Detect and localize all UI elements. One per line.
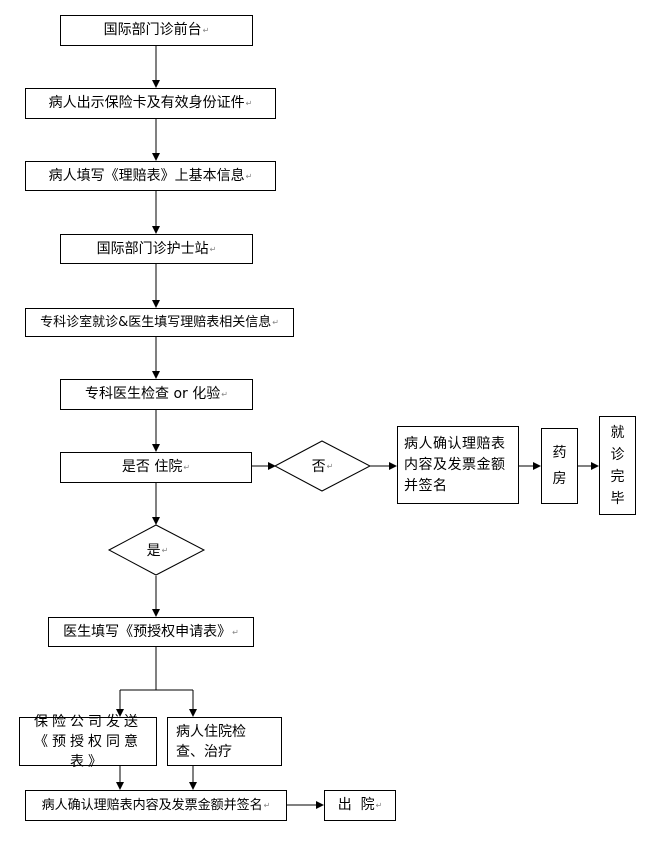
node-discharge: 出 院↵ [324,790,396,821]
decision-yes-label-wrap: 是↵ [130,540,185,560]
node-exam-label: 专科医生检查 or 化验 [85,386,221,402]
decision-no-label-wrap: 否↵ [295,456,350,476]
node-pre-auth: 医生填写《预授权申请表》↵ [48,617,254,647]
node-pharmacy-label: 药房 [552,445,567,487]
node-fill-form-label: 病人填写《理赔表》上基本信息 [48,167,245,184]
node-confirm-sign: 病人确认理赔表内容及发票金额并签名 [397,426,519,504]
decision-no-label: 否 [311,459,326,475]
node-pharmacy: 药房 [541,428,578,504]
node-is-hospitalized: 是否 住院↵ [60,452,252,483]
decision-no-diamond [273,440,372,492]
node-confirm-sign-2: 病人确认理赔表内容及发票金额并签名↵ [25,790,287,821]
node-exam: 专科医生检查 or 化验↵ [60,379,253,410]
node-show-card-label: 病人出示保险卡及有效身份证件 [48,95,245,111]
node-inpatient-label: 病人住院检查、治疗 [176,723,246,760]
node-front-desk-label: 国际部门诊前台 [103,22,202,38]
decision-yes-label: 是 [146,543,161,559]
node-specialist-visit: 专科诊室就诊&医生填写理赔表相关信息↵ [25,308,294,337]
decision-yes-diamond [107,524,206,576]
node-show-card: 病人出示保险卡及有效身份证件↵ [25,88,276,119]
node-nurse-station: 国际部门诊护士站↵ [60,234,253,264]
node-visit-done-label: 就诊完毕 [610,424,625,507]
node-confirm-sign-2-label: 病人确认理赔表内容及发票金额并签名 [41,798,263,813]
node-fill-form: 病人填写《理赔表》上基本信息↵ [25,161,276,191]
node-send-consent-label: 保险公司发送《预授权同意表》 [34,713,142,770]
node-pre-auth-label: 医生填写《预授权申请表》 [63,623,232,640]
node-is-hospitalized-label: 是否 住院 [121,459,183,475]
node-inpatient: 病人住院检查、治疗 [167,717,282,766]
node-nurse-station-label: 国际部门诊护士站 [96,240,209,257]
node-visit-done: 就诊完毕 [599,416,636,515]
node-specialist-visit-label: 专科诊室就诊&医生填写理赔表相关信息 [40,315,272,330]
node-discharge-label: 出 院 [337,797,375,813]
node-front-desk: 国际部门诊前台↵ [60,15,253,46]
node-confirm-sign-label: 病人确认理赔表内容及发票金额并签名 [404,435,506,494]
node-send-consent: 保险公司发送《预授权同意表》 [19,714,157,770]
